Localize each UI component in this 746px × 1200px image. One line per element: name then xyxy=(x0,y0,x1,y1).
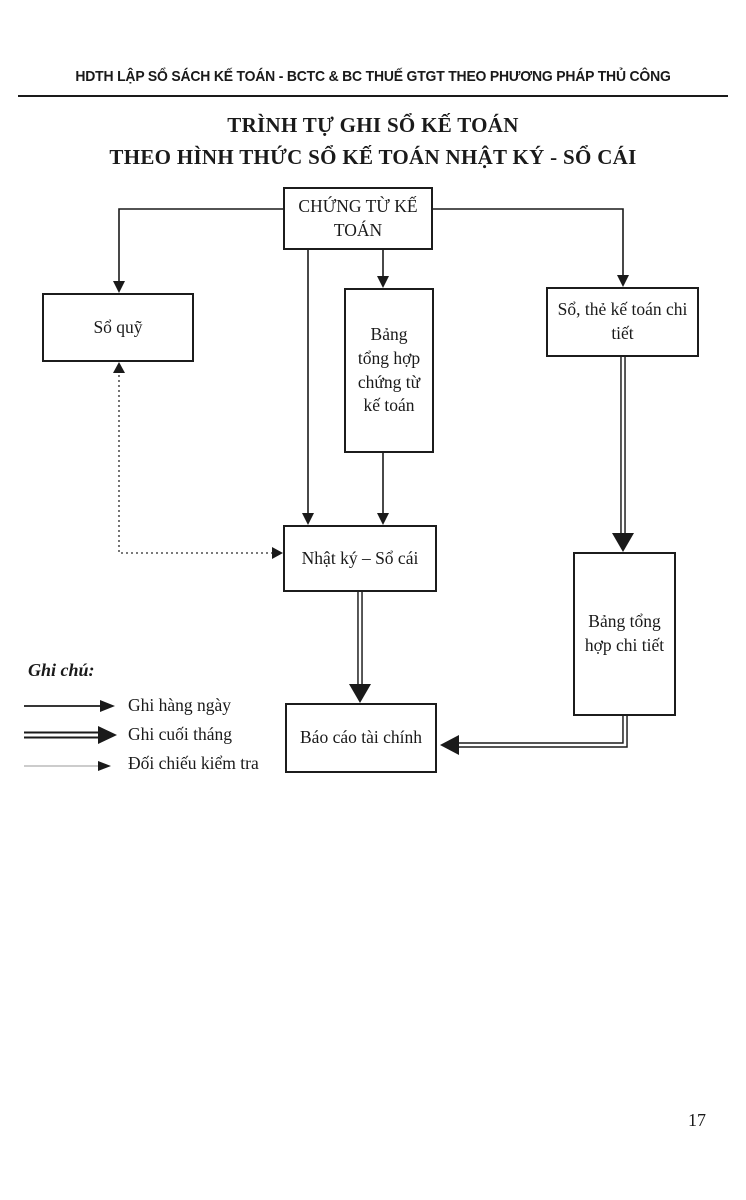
arrowhead-double-baocao-right xyxy=(440,735,459,755)
legend-label-monthly: Ghi cuối tháng xyxy=(128,724,233,744)
edge-chungtu-to-soquy xyxy=(118,208,283,282)
legend-label-check: Đối chiếu kiểm tra xyxy=(128,753,259,773)
header-rule xyxy=(18,95,728,97)
running-header-text: HDTH LẬP SỔ SÁCH KẾ TOÁN - BCTC & BC THU… xyxy=(75,68,671,85)
solid-arrow-icon xyxy=(24,699,115,712)
edge-chungtu-to-sothe xyxy=(433,208,624,281)
arrowhead-bangchungtu xyxy=(377,276,389,288)
running-header: HDTH LẬP SỔ SÁCH KẾ TOÁN - BCTC & BC THU… xyxy=(0,68,746,85)
arrowhead-dotted-up xyxy=(113,362,125,373)
node-label: Sổ, thẻ kế toán chi tiết xyxy=(557,299,688,343)
arrowhead-double-baocao-top xyxy=(349,684,371,703)
node-bang-tong-hop-chi-tiet: Bảng tổng hợp chi tiết xyxy=(573,552,676,716)
arrowhead-soquy xyxy=(113,281,125,293)
legend-label-daily: Ghi hàng ngày xyxy=(128,695,232,715)
legend-item-monthly: Ghi cuối tháng xyxy=(22,720,292,749)
legend-item-daily: Ghi hàng ngày xyxy=(22,691,292,720)
page-number: 17 xyxy=(688,1110,706,1130)
node-label: Nhật ký – Sổ cái xyxy=(301,547,419,568)
edge-soquy-nhatky-dotted xyxy=(118,370,275,554)
node-label: CHỨNG TỪ KẾ TOÁN xyxy=(298,195,418,240)
legend-item-check: Đối chiếu kiểm tra xyxy=(22,749,292,778)
edge-bangchitiet-to-baocao-outer xyxy=(459,716,628,748)
arrowhead-nhatky-left xyxy=(302,513,314,525)
arrowhead-dotted-right xyxy=(272,547,283,559)
node-label: Bảng tổng hợp chứng từ kế toán xyxy=(357,324,421,416)
edge-bangchitiet-to-baocao-core xyxy=(459,716,627,747)
node-so-the-ke-toan-chi-tiet: Sổ, thẻ kế toán chi tiết xyxy=(546,287,699,357)
arrowhead-nhatky-right xyxy=(377,513,389,525)
legend-title: Ghi chú: xyxy=(28,660,95,680)
page-title-line2: THEO HÌNH THỨC SỔ KẾ TOÁN NHẬT KÝ - SỔ C… xyxy=(109,145,637,169)
node-bao-cao-tai-chinh: Báo cáo tài chính xyxy=(285,703,437,773)
node-so-quy: Sổ quỹ xyxy=(42,293,194,362)
page-title-line1: TRÌNH TỰ GHI SỔ KẾ TOÁN xyxy=(227,113,519,137)
arrowhead-double-bangchitiet xyxy=(612,533,634,552)
legend: Ghi chú: Ghi hàng ngày Ghi cuối tháng Đố… xyxy=(22,660,292,778)
node-bang-tong-hop-chung-tu: Bảng tổng hợp chứng từ kế toán xyxy=(344,288,434,453)
node-label: Báo cáo tài chính xyxy=(300,727,422,748)
dotted-arrow-icon xyxy=(24,760,111,771)
node-label: Bảng tổng hợp chi tiết xyxy=(584,611,665,655)
node-chung-tu-ke-toan: CHỨNG TỪ KẾ TOÁN xyxy=(283,187,433,250)
double-arrow-icon xyxy=(24,725,117,744)
node-nhat-ky-so-cai: Nhật ký – Sổ cái xyxy=(283,525,437,592)
node-label: Sổ quỹ xyxy=(93,316,143,337)
arrowhead-sothe xyxy=(617,275,629,287)
